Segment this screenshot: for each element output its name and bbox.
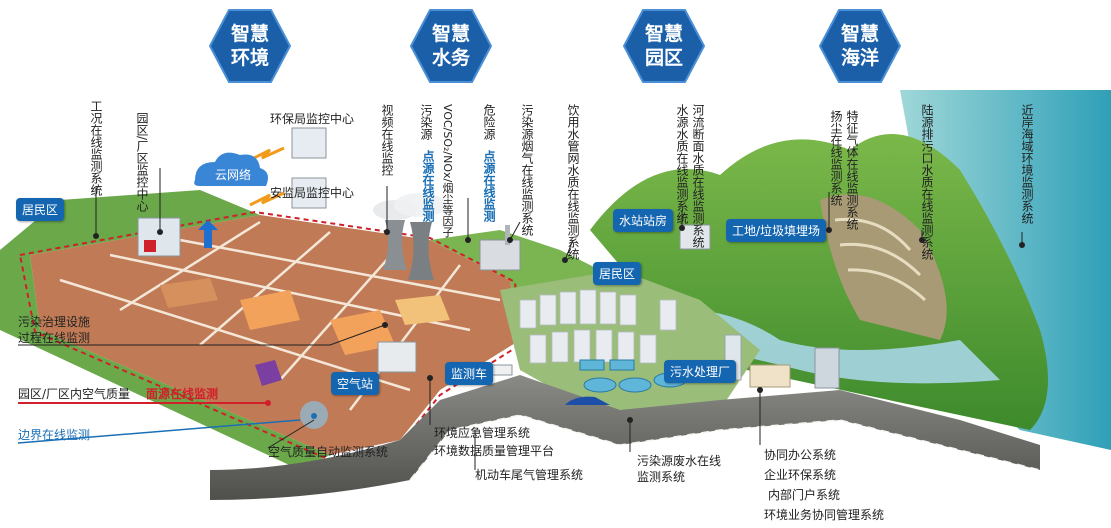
header-line1: 智慧 [644,23,683,45]
label-area-source-monitor: 面源在线监测 [146,387,219,401]
tag-sewage-plant: 污水处理厂 [664,360,737,383]
tag-residential-2: 居民区 [593,262,642,285]
header-line2: 环境 [230,47,269,69]
label-hazard-source: 危险源 [482,104,496,140]
label-point-source-1: 点源在线监测 [421,150,435,222]
label-flue-gas-monitor: 污染源烟气在线监测系统 [520,104,534,236]
label-land-outfall-monitor: 陆源排污口水质在线监测系统 [920,104,934,260]
label-point-source-2: 点源在线监测 [482,150,496,222]
tag-air-station: 空气站 [331,372,380,395]
label-park-monitor-center: 园区/厂区监控中心 [135,112,149,213]
header-smart-water: 智慧 水务 [409,8,493,84]
header-smart-environment: 智慧 环境 [208,8,292,84]
label-wastewater-2: 监测系统 [637,470,686,484]
tag-residential-1: 居民区 [16,198,65,221]
tag-monitor-car: 监测车 [445,362,494,385]
label-workcond-monitor: 工况在线监测系统 [89,100,103,196]
label-coastal-monitor: 近岸海域环境监测系统 [1020,104,1034,224]
green-belt-left [0,190,330,470]
label-epb-center: 环保局监控中心 [270,112,355,126]
label-boundary-monitor: 边界在线监测 [18,428,91,442]
label-office-system: 协同办公系统 [764,448,837,462]
road-band [210,375,1040,500]
label-pollution-treatment-1: 污染治理设施 [18,315,91,329]
tag-landfill: 工地/垃圾填埋场 [726,219,827,242]
label-data-quality-platform: 环境数据质量管理平台 [434,444,555,458]
label-portal-system: 内部门户系统 [768,488,841,502]
label-water-source-monitor: 水源水质在线监测系统 [675,104,689,224]
label-air-quality: 园区/厂区内空气质量 [18,387,131,401]
header-line1: 智慧 [431,23,470,45]
label-video-monitor: 视频在线监控 [380,104,394,176]
label-air-auto-monitor: 空气质量自动监测系统 [268,445,389,459]
label-drinking-water-monitor: 饮用水管网水质在线监测系统 [566,104,580,260]
header-smart-ocean: 智慧 海洋 [818,8,902,84]
label-pollution-treatment-2: 过程在线监测 [18,331,91,345]
label-dust-monitor: 扬尘在线监测系统 [829,110,843,206]
header-line2: 海洋 [840,47,879,69]
label-emergency-system: 环境应急管理系统 [434,426,531,440]
label-vehicle-exhaust: 机动车尾气管理系统 [475,468,584,482]
label-cloud-network: 云网络 [214,168,251,182]
label-voc-factors: VOC/SO₂/NOx/烟尘等因子 [441,104,454,238]
label-river-section-monitor: 河流断面水质在线监测系统 [691,104,705,248]
label-odor-gas-monitor: 特征气体在线监测系统 [845,110,859,230]
header-line1: 智慧 [230,23,269,45]
header-line1: 智慧 [840,23,879,45]
industrial-land [30,215,520,455]
header-line2: 水务 [431,47,470,69]
label-wastewater-1: 污染源废水在线 [637,454,722,468]
label-pollution-source: 污染源 [419,104,433,140]
label-enterprise-system: 企业环保系统 [764,468,837,482]
label-safety-center: 安监局监控中心 [270,186,355,200]
header-smart-park: 智慧 园区 [622,8,706,84]
landfill-terrain [820,194,947,340]
tag-water-station: 水站站房 [613,209,674,232]
label-business-system: 环境业务协同管理系统 [764,508,885,522]
header-line2: 园区 [644,47,683,69]
